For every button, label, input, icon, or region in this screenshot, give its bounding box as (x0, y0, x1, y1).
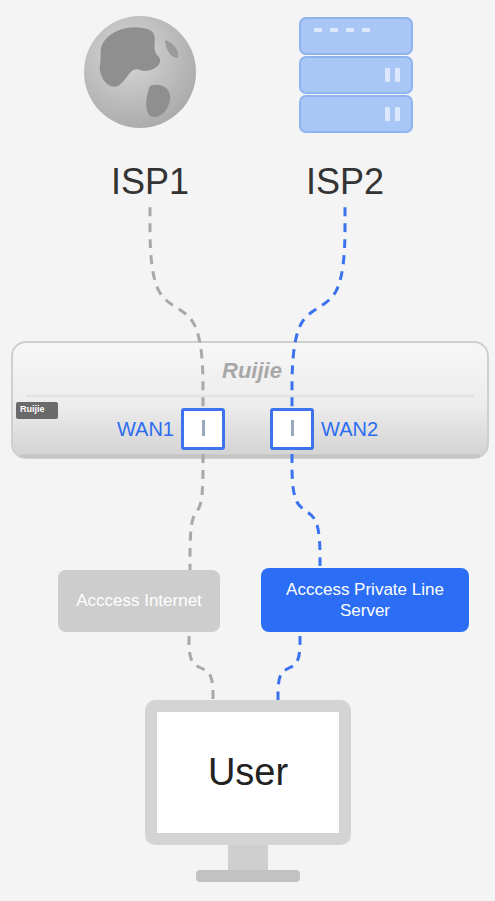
node-text: Acccess Internet (76, 590, 202, 611)
monitor-stand (196, 845, 300, 882)
dashed-connector (190, 454, 203, 570)
brand-logo: Ruijie (20, 404, 45, 414)
node-text: ISP1 (111, 160, 189, 203)
dashed-connector (292, 454, 320, 568)
dashed-connector (189, 636, 213, 700)
access-button: Acccess Private Line Server (261, 568, 469, 632)
brand-logo: Ruijie (222, 358, 282, 384)
isp-label: ISP1 (111, 160, 189, 203)
server-icon (300, 18, 412, 132)
dashed-connector (292, 207, 345, 408)
node-text: WAN1 (117, 418, 174, 441)
dashed-connector (278, 636, 300, 700)
wan-port: WAN1 (181, 408, 225, 450)
node-text: User (208, 751, 288, 794)
isp-label: ISP2 (306, 160, 384, 203)
globe-icon (84, 16, 196, 128)
node-text: Acccess Private Line Server (275, 579, 455, 622)
access-button: Acccess Internet (58, 570, 220, 632)
node-text: ISP2 (306, 160, 384, 203)
router-device (12, 342, 488, 458)
wan-port: WAN2 (270, 408, 314, 450)
user-monitor: User (145, 700, 351, 845)
node-text: WAN2 (321, 418, 378, 441)
dashed-connector (150, 207, 203, 408)
